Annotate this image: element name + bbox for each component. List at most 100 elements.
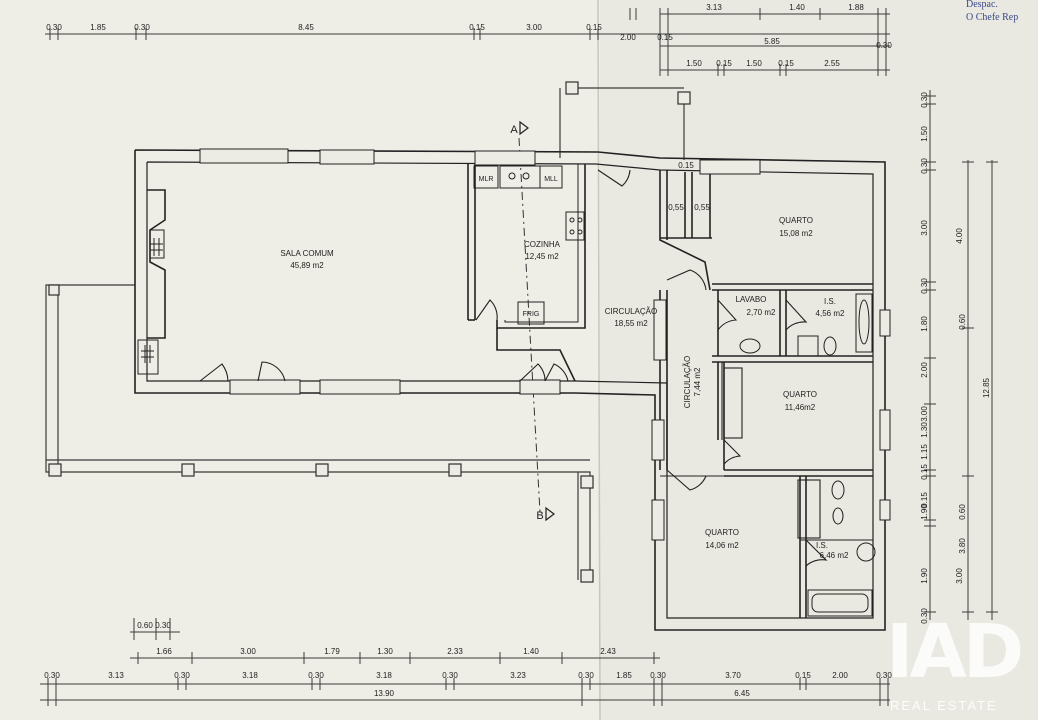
room-label-quarto-2: QUARTO — [783, 390, 817, 399]
dimension-label: 0.15 — [795, 671, 811, 680]
dimension-label: 6.45 — [734, 689, 750, 698]
dimension-label: 0.30 — [920, 608, 929, 624]
stamp-line-2: O Chefe Rep — [966, 12, 1019, 23]
dimension-label: 0.60 — [137, 621, 153, 630]
approval-stamp: Despac. O Chefe Rep — [966, 0, 1018, 24]
dimension-label: 3.18 — [376, 671, 392, 680]
stamp-line-1: Despac. — [966, 0, 998, 10]
pillar — [181, 463, 195, 477]
dimension-label: 8.45 — [298, 23, 314, 32]
room-area-lavabo: 2,70 m2 — [747, 308, 776, 317]
pillar — [48, 463, 62, 477]
fridge — [517, 301, 545, 325]
dimension-label: 0.15 — [586, 23, 602, 32]
dimension-label: 13.90 — [374, 689, 395, 698]
room-label-is-2: I.S. — [816, 541, 828, 550]
fixture-label-mll: MLL — [544, 176, 558, 183]
room-area-cozinha: 12,45 m2 — [525, 252, 559, 261]
dimension-label: 1.85 — [90, 23, 106, 32]
room-label-cozinha: COZINHA — [524, 240, 561, 249]
room-area-quarto-3: 14,06 m2 — [705, 541, 739, 550]
room-area-circulacao-hall: 7,44 m2 — [693, 367, 702, 396]
pillar — [677, 91, 691, 105]
closet-dim-top: 0.15 — [678, 161, 694, 170]
dimension-label: 3.00 — [920, 406, 929, 422]
room-area-is-2: 6,46 m2 — [820, 551, 849, 560]
dimension-label: 0.30 — [920, 278, 929, 294]
dimension-label: 1.50 — [920, 126, 929, 142]
dimension-label: 1.90 — [920, 568, 929, 584]
dimension-label: 12.85 — [982, 377, 991, 398]
dimension-label: 1.30 — [377, 647, 393, 656]
dimension-label: 0.30 — [46, 23, 62, 32]
pillar — [565, 81, 579, 95]
dimension-label: 1.50 — [686, 59, 702, 68]
dimension-label: 3.13 — [706, 3, 722, 12]
section-label-b: B — [536, 510, 543, 522]
dimension-label: 0.15 — [920, 492, 929, 508]
room-area-is-1: 4,56 m2 — [816, 309, 845, 318]
dimension-label: 0.30 — [155, 621, 171, 630]
porch-outline — [45, 284, 591, 580]
stove — [565, 211, 585, 241]
dimension-label: 0.60 — [958, 314, 967, 330]
closet-dim-a: 0,55 — [668, 203, 684, 212]
dimension-label: 0.30 — [578, 671, 594, 680]
closet-dim-b: 0,55 — [694, 203, 710, 212]
room-area-circulacao: 18,55 m2 — [614, 319, 648, 328]
dimension-label: 3.00 — [955, 568, 964, 584]
pillar — [315, 463, 329, 477]
dimension-label: 0.30 — [44, 671, 60, 680]
dimension-label: 1.40 — [523, 647, 539, 656]
dimension-label: 3.13 — [108, 671, 124, 680]
room-label-quarto-3: QUARTO — [705, 528, 739, 537]
dimension-label: 0.15 — [716, 59, 732, 68]
dimension-label: 0.30 — [650, 671, 666, 680]
dimension-label: 1.85 — [616, 671, 632, 680]
room-label-is-1: I.S. — [824, 297, 836, 306]
room-label-sala: SALA COMUM — [280, 249, 334, 258]
dimension-label: 3.18 — [242, 671, 258, 680]
room-label-circulacao-hall: CIRCULAÇÃO — [683, 356, 692, 408]
room-area-sala: 45,89 m2 — [290, 261, 324, 270]
dimension-label: 0.30 — [876, 671, 892, 680]
room-label-quarto-1: QUARTO — [779, 216, 813, 225]
pillar — [48, 284, 60, 296]
dimension-label: 3.23 — [510, 671, 526, 680]
watermark: IAD REAL ESTATE — [880, 612, 1038, 720]
section-line — [518, 137, 541, 513]
dimension-label: 1.79 — [324, 647, 340, 656]
room-area-quarto-2: 11,46m2 — [785, 403, 816, 412]
dimension-label: 0.30 — [920, 92, 929, 108]
dimension-label: 1.88 — [848, 3, 864, 12]
dimension-label: 0.15 — [920, 464, 929, 480]
dimension-label: 2.00 — [832, 671, 848, 680]
dimension-label: 0.30 — [442, 671, 458, 680]
watermark-subtitle: REAL ESTATE — [890, 698, 998, 713]
dimension-label: 2.33 — [447, 647, 463, 656]
dimension-label: 4.00 — [955, 228, 964, 244]
dimension-label: 0.30 — [174, 671, 190, 680]
dimension-label: 5.85 — [764, 37, 780, 46]
dimension-label: 0.30 — [876, 41, 892, 50]
dimension-label: 3.00 — [240, 647, 256, 656]
room-label-lavabo: LAVABO — [736, 295, 767, 304]
dimension-label: 0.30 — [308, 671, 324, 680]
room-area-quarto-1: 15,08 m2 — [779, 229, 813, 238]
pillar — [580, 569, 594, 583]
section-label-a: A — [510, 124, 518, 136]
dimension-label: 1.40 — [789, 3, 805, 12]
dimension-label: 0.15 — [469, 23, 485, 32]
dimension-label: 0.15 — [778, 59, 794, 68]
dimension-label: 3.00 — [526, 23, 542, 32]
dimension-label: 1.30 — [920, 422, 929, 438]
dimension-label: 2.00 — [620, 33, 636, 42]
dimension-label: 1.90 — [920, 504, 929, 520]
dimension-label: 2.55 — [824, 59, 840, 68]
dimension-label: 0.15 — [657, 33, 673, 42]
dimension-label: 0.30 — [134, 23, 150, 32]
fixture-label-frig: FRIG — [523, 311, 540, 318]
dimension-label: 1.15 — [920, 444, 929, 460]
dimension-label: 2.43 — [600, 647, 616, 656]
